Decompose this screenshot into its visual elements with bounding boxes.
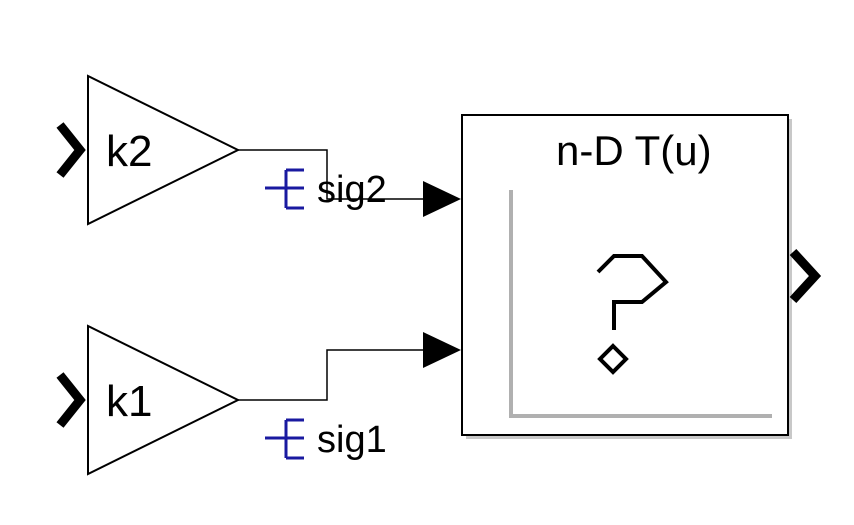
gain-block-k2[interactable] (87, 74, 241, 226)
k2-input-port-chevron[interactable] (56, 122, 86, 178)
sig1-log-marker-icon (265, 418, 304, 460)
gain-block-k1[interactable] (87, 324, 241, 476)
question-mark-icon (596, 254, 669, 375)
lookup-axes (509, 190, 772, 418)
lookup-table-block[interactable] (461, 114, 789, 436)
signal-sig2-label: sig2 (317, 169, 387, 211)
gain-k1-label: k1 (106, 377, 152, 426)
sig2-log-marker-icon (265, 168, 304, 210)
signal-line-sig2[interactable] (238, 149, 423, 200)
lookup-output-port-chevron[interactable] (789, 248, 822, 304)
gain-k2-label: k2 (106, 127, 152, 176)
lookup-block-title: n-D T(u) (556, 127, 712, 174)
signal-line-sig1[interactable] (238, 349, 423, 401)
k1-input-port-chevron[interactable] (56, 372, 86, 428)
sig1-arrowhead (423, 332, 461, 368)
sig2-arrowhead (423, 181, 461, 217)
signal-sig1-label: sig1 (317, 419, 387, 461)
